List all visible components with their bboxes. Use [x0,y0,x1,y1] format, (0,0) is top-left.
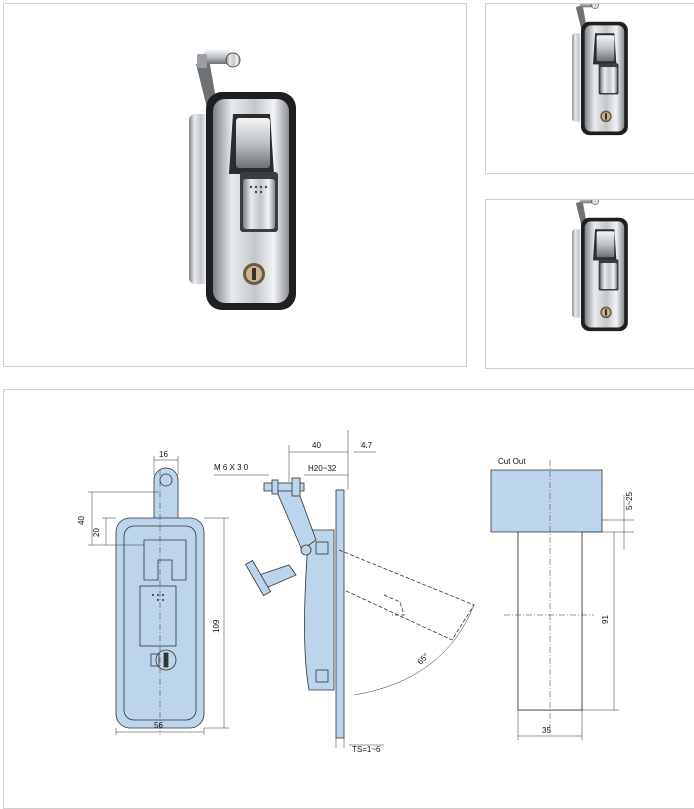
dim-offset: 40 [312,441,321,450]
thumbnail-photo-1[interactable] [485,3,694,174]
technical-drawing-panel: 16 40 20 109 56 M 6 X 3 0 40 4.7 H20~32 … [3,389,694,809]
dim-height-20: 20 [92,528,101,537]
dim-cutout-height: 91 [601,615,610,624]
dim-cutout-range: 5~25 [625,491,634,510]
latch-photo-main [189,50,296,310]
dim-top-width: 16 [159,450,168,459]
latch-photo-thumb [572,200,628,332]
technical-drawing: 16 40 20 109 56 M 6 X 3 0 40 4.7 H20~32 … [77,430,634,754]
front-view [88,456,229,735]
dim-height-40: 40 [77,516,86,525]
cutout-view [490,460,634,740]
dim-thickness: TS=1~6 [352,745,381,754]
thumbnail-photo-2[interactable] [485,199,694,369]
bolt-label: M 6 X 3 0 [214,463,249,472]
side-view [214,430,475,748]
dim-body-width: 56 [154,721,163,730]
dim-handle: H20~32 [308,464,337,473]
dim-cutout-width: 35 [542,726,551,735]
main-product-photo [3,3,467,367]
latch-photo-thumb [572,4,628,136]
dim-edge: 4.7 [361,441,373,450]
dim-body-height: 109 [212,619,221,633]
dim-angle: 65° [416,652,431,667]
cutout-title: Cut Out [498,457,526,466]
